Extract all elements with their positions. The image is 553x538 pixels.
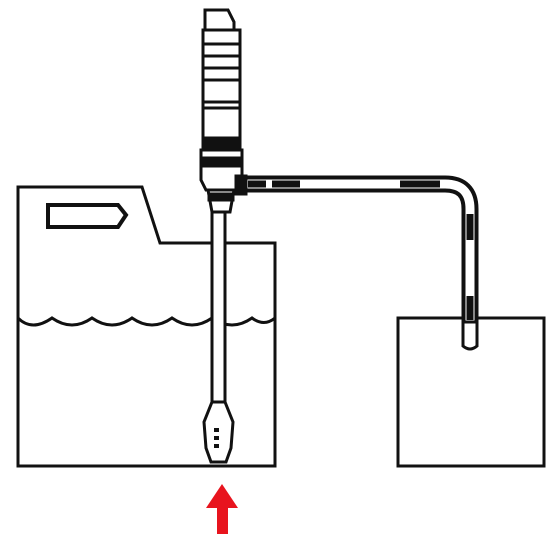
pump-collar-band — [207, 192, 235, 202]
flow-direction-arrow — [206, 484, 238, 534]
hose-bands — [248, 180, 474, 320]
filter-marks — [214, 428, 219, 448]
arrow-shaft — [217, 506, 228, 534]
liquid-surface — [16, 316, 276, 327]
jerry-can — [16, 185, 277, 468]
pump-barrel-detail — [203, 100, 240, 150]
pump-base-band — [201, 156, 242, 168]
outlet-hose-end — [461, 320, 479, 351]
jerry-can-handle — [46, 203, 129, 229]
pump-outlet-port — [234, 174, 248, 196]
outlet-hose — [238, 175, 479, 351]
outlet-hose-inner — [238, 179, 475, 330]
hand-siphon-pump — [199, 8, 248, 214]
arrow-head — [206, 484, 238, 508]
intake-tube-body — [210, 208, 227, 412]
